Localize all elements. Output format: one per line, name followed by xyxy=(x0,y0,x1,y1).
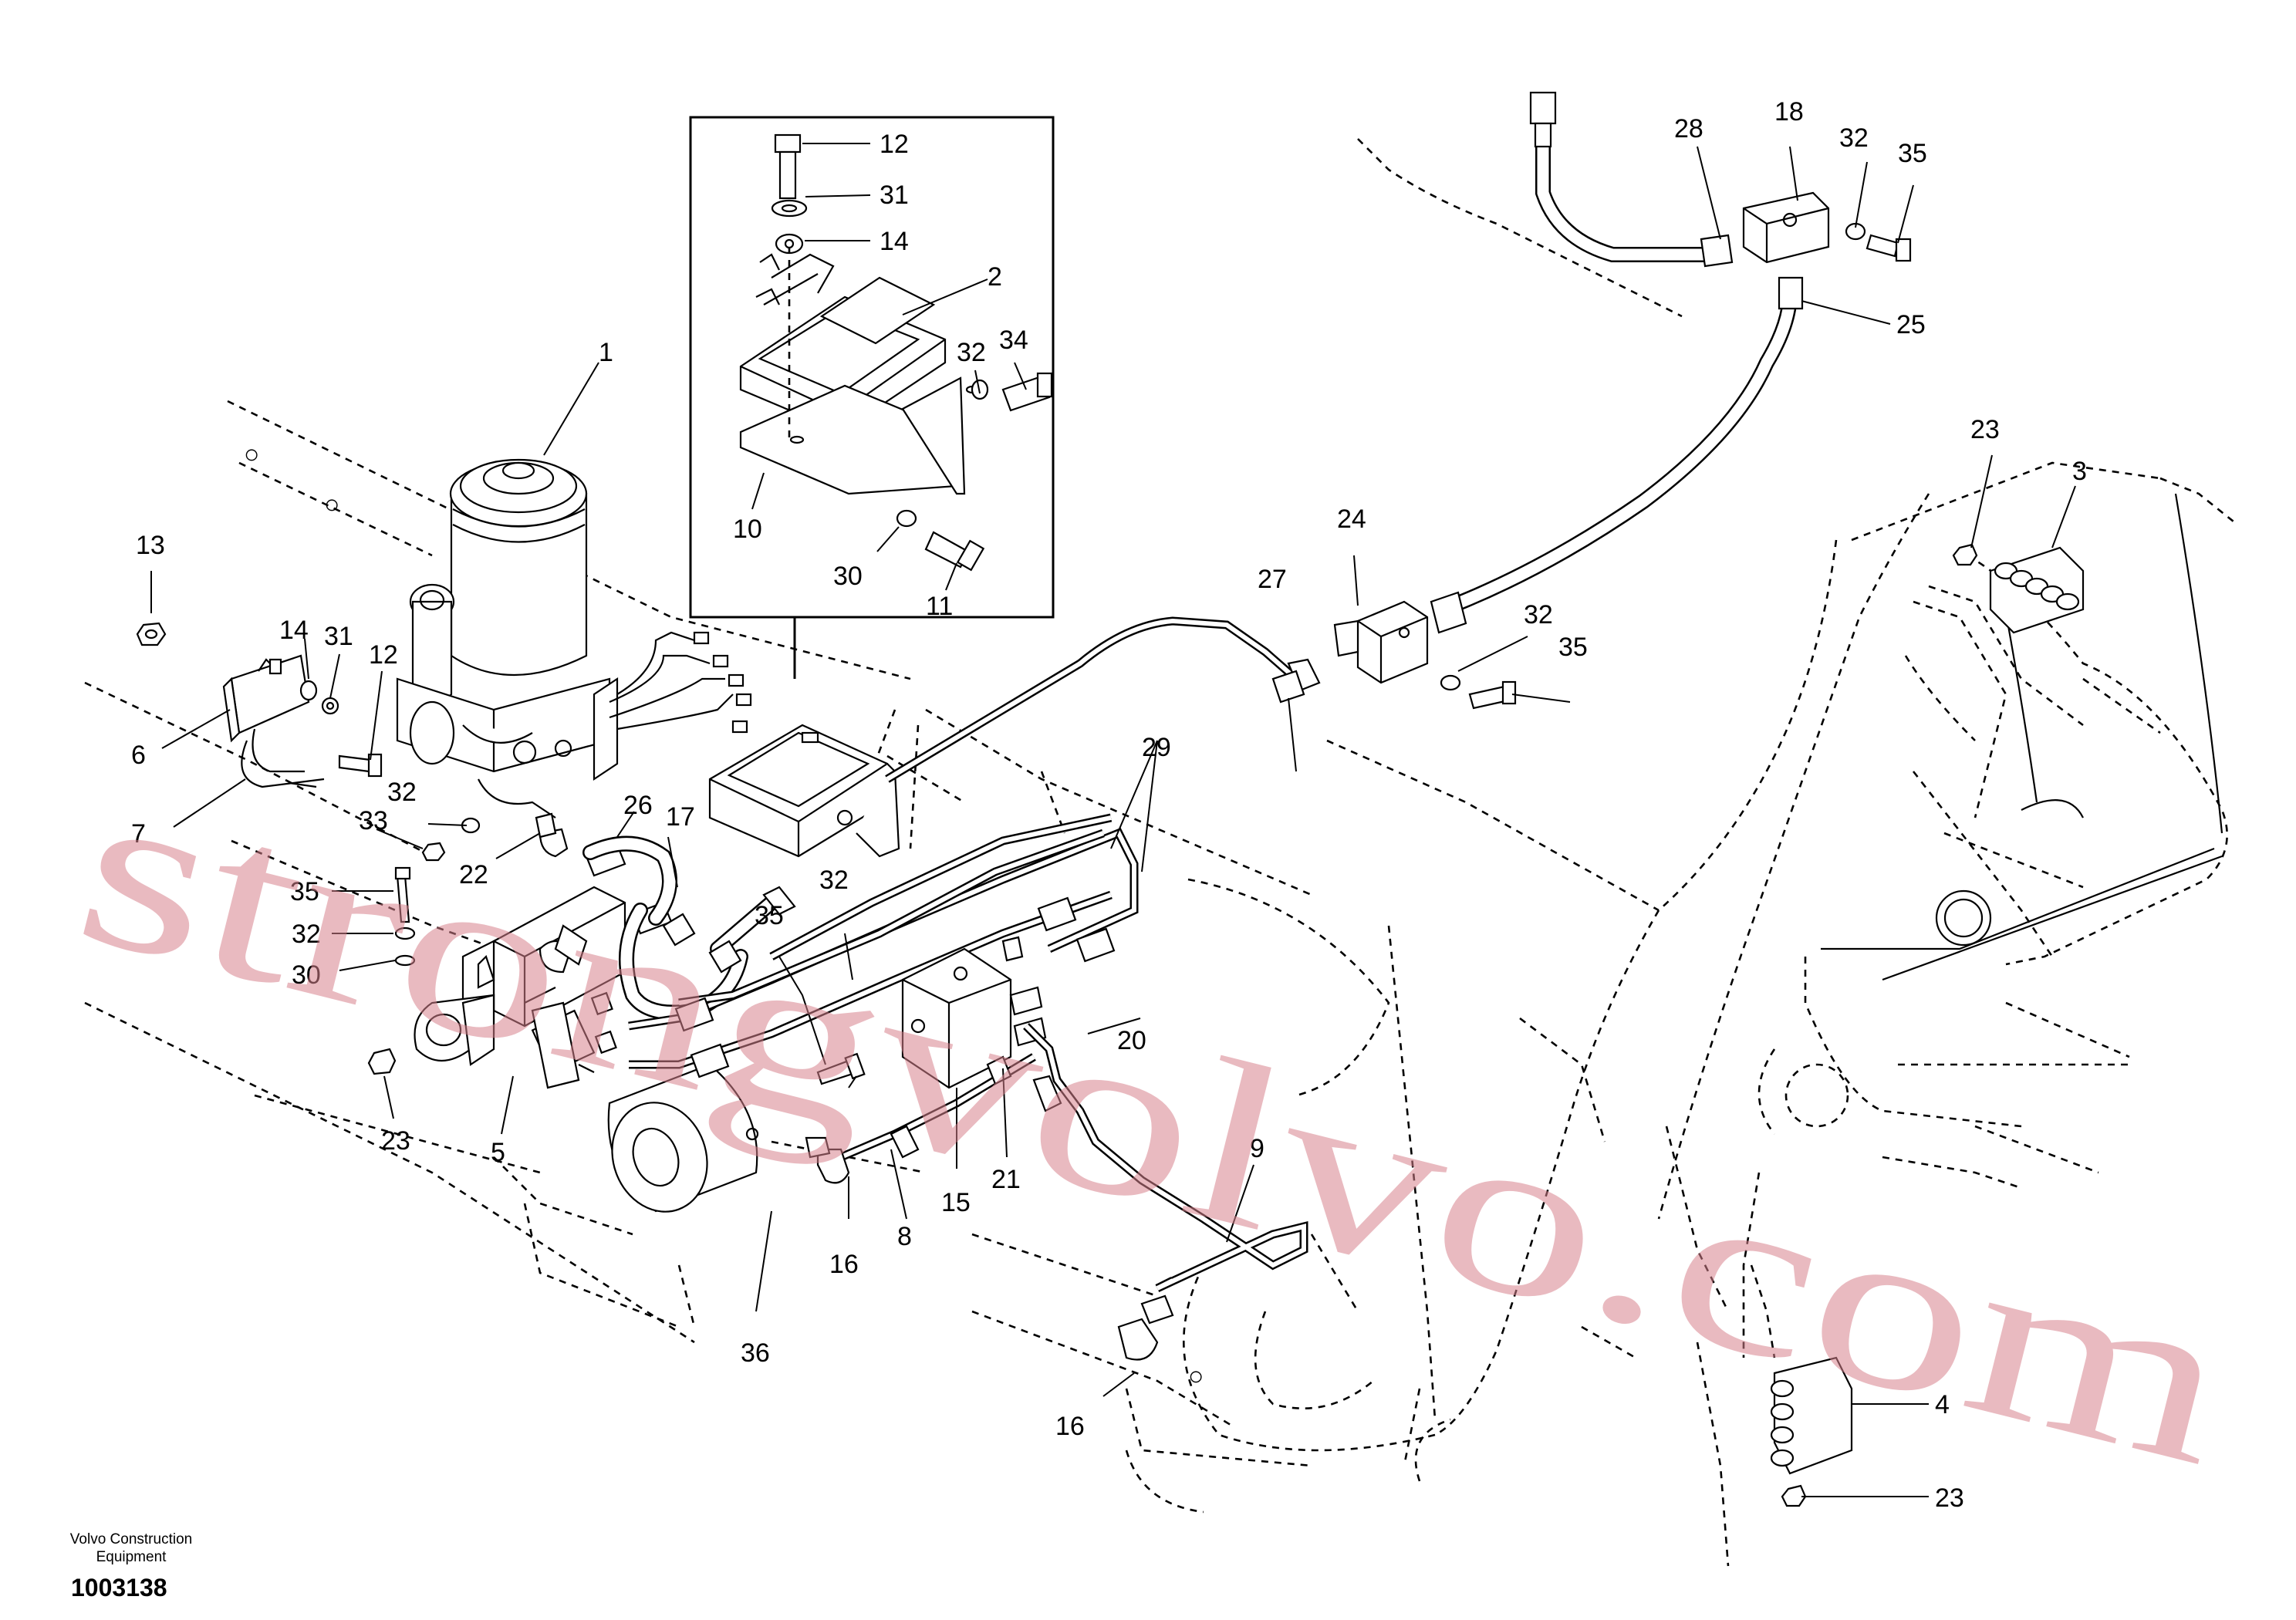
company-line-1: Volvo Construction xyxy=(69,1531,193,1547)
callout-25: 25 xyxy=(1896,310,1926,339)
callout-30-left: 30 xyxy=(292,960,321,990)
callout-27: 27 xyxy=(1258,565,1287,594)
callout-35-left: 35 xyxy=(290,877,319,906)
callout-1: 1 xyxy=(599,338,613,367)
callout-numbers: 1 2 3 4 5 6 7 8 9 10 11 12 12 13 14 14 1… xyxy=(131,97,2087,1513)
callout-5: 5 xyxy=(491,1138,505,1167)
callout-18: 18 xyxy=(1774,97,1804,127)
callout-2: 2 xyxy=(988,262,1002,292)
company-name: Volvo Construction Equipment xyxy=(39,1531,224,1566)
callout-16-middle: 16 xyxy=(829,1250,859,1279)
callout-33: 33 xyxy=(359,806,388,835)
drawing-number: 1003138 xyxy=(71,1574,167,1601)
callout-4: 4 xyxy=(1935,1390,1950,1419)
callout-12-left: 12 xyxy=(369,640,398,670)
callout-23-upper-right: 23 xyxy=(1970,415,2000,444)
callout-3: 3 xyxy=(2072,457,2087,486)
hose-lines-upper xyxy=(885,91,1912,783)
callout-9: 9 xyxy=(1250,1134,1264,1163)
callout-29: 29 xyxy=(1142,733,1171,762)
callout-30-inset: 30 xyxy=(833,562,863,591)
inset-detail-box xyxy=(689,116,1055,679)
callout-32-left-upper: 32 xyxy=(387,778,417,807)
callout-6: 6 xyxy=(131,741,146,770)
callout-10: 10 xyxy=(733,515,762,544)
callout-31-left: 31 xyxy=(324,622,353,651)
distributors-right xyxy=(1750,543,2161,1507)
callout-20: 20 xyxy=(1117,1026,1146,1055)
callout-21: 21 xyxy=(991,1165,1021,1194)
callout-36: 36 xyxy=(741,1338,770,1368)
svg-text:○: ○ xyxy=(244,440,260,469)
callout-7: 7 xyxy=(131,819,146,849)
watermark: strongvolvo.com xyxy=(57,734,2253,1514)
callout-32-hose: 32 xyxy=(1524,600,1553,629)
callout-14-left: 14 xyxy=(279,616,309,645)
callout-32-left-lower: 32 xyxy=(292,920,321,949)
watermark-text: strongvolvo.com xyxy=(57,734,2253,1514)
pump-and-reservoir-assembly xyxy=(136,458,1308,1361)
callout-32-middle: 32 xyxy=(819,866,849,895)
callout-11: 11 xyxy=(926,592,953,621)
company-line-2: Equipment xyxy=(96,1549,167,1565)
svg-text:○: ○ xyxy=(1188,1362,1204,1391)
callout-32-inset: 32 xyxy=(957,338,986,367)
callout-32-top-right: 32 xyxy=(1839,123,1869,153)
callout-13: 13 xyxy=(136,531,165,560)
callout-17: 17 xyxy=(666,802,695,832)
callout-16-bottom: 16 xyxy=(1055,1412,1085,1441)
callout-15: 15 xyxy=(941,1188,971,1217)
callout-leaders xyxy=(150,143,2076,1497)
callout-12-inset: 12 xyxy=(880,130,909,159)
callout-24: 24 xyxy=(1337,505,1366,534)
callout-34: 34 xyxy=(999,326,1028,355)
callout-14-inset: 14 xyxy=(880,227,909,256)
callout-28: 28 xyxy=(1674,114,1703,143)
callout-23-left: 23 xyxy=(381,1126,410,1156)
callout-35-middle: 35 xyxy=(755,901,784,930)
callout-35-top-right: 35 xyxy=(1898,139,1927,168)
svg-text:○: ○ xyxy=(324,490,340,519)
callout-23-lower-right: 23 xyxy=(1935,1483,1964,1513)
callout-22: 22 xyxy=(459,860,488,889)
callout-35-hose: 35 xyxy=(1558,633,1588,662)
callout-26: 26 xyxy=(623,791,653,820)
callout-31-inset: 31 xyxy=(880,181,909,210)
callout-8: 8 xyxy=(897,1222,912,1251)
